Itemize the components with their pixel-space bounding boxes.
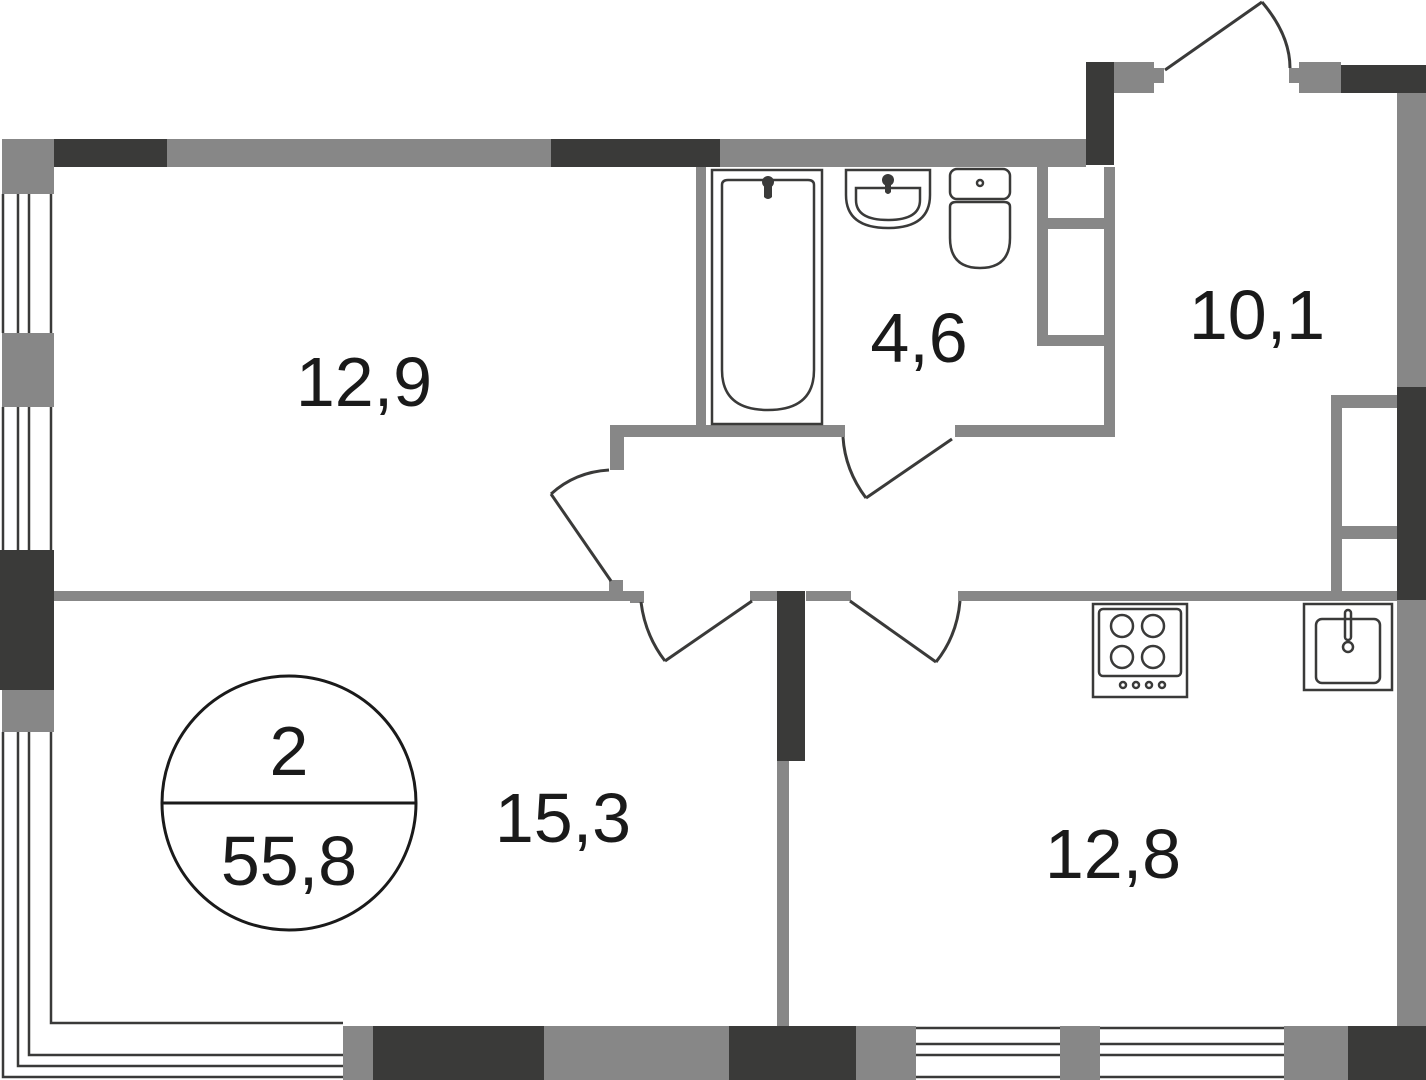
room-area-bathroom: 4,6 <box>870 299 967 377</box>
total-area: 55,8 <box>221 822 357 900</box>
toilet-icon <box>948 167 1012 270</box>
washbasin-icon <box>844 168 932 230</box>
entrance-door <box>1164 0 1292 72</box>
corner-top-left <box>2 139 54 194</box>
stove-icon <box>1091 602 1189 699</box>
bathtub-icon <box>710 168 824 426</box>
room-area-hallway: 10,1 <box>1189 276 1325 354</box>
outer-walls <box>0 62 1426 1080</box>
kitchen-sink-icon <box>1302 602 1394 692</box>
living-door <box>639 599 753 663</box>
kitchen-door <box>849 599 962 664</box>
room-area-bedroom: 12,9 <box>296 343 432 421</box>
interior-walls <box>54 167 1397 1026</box>
bathroom-door <box>841 436 953 500</box>
rooms-count: 2 <box>270 712 309 790</box>
doors <box>549 0 1292 664</box>
apartment-summary-badge: 2 55,8 <box>160 674 418 932</box>
room-area-living: 15,3 <box>495 779 631 857</box>
bedroom-door <box>549 468 613 582</box>
room-area-kitchen: 12,8 <box>1045 815 1181 893</box>
balcony-glazing <box>1 194 1284 1079</box>
